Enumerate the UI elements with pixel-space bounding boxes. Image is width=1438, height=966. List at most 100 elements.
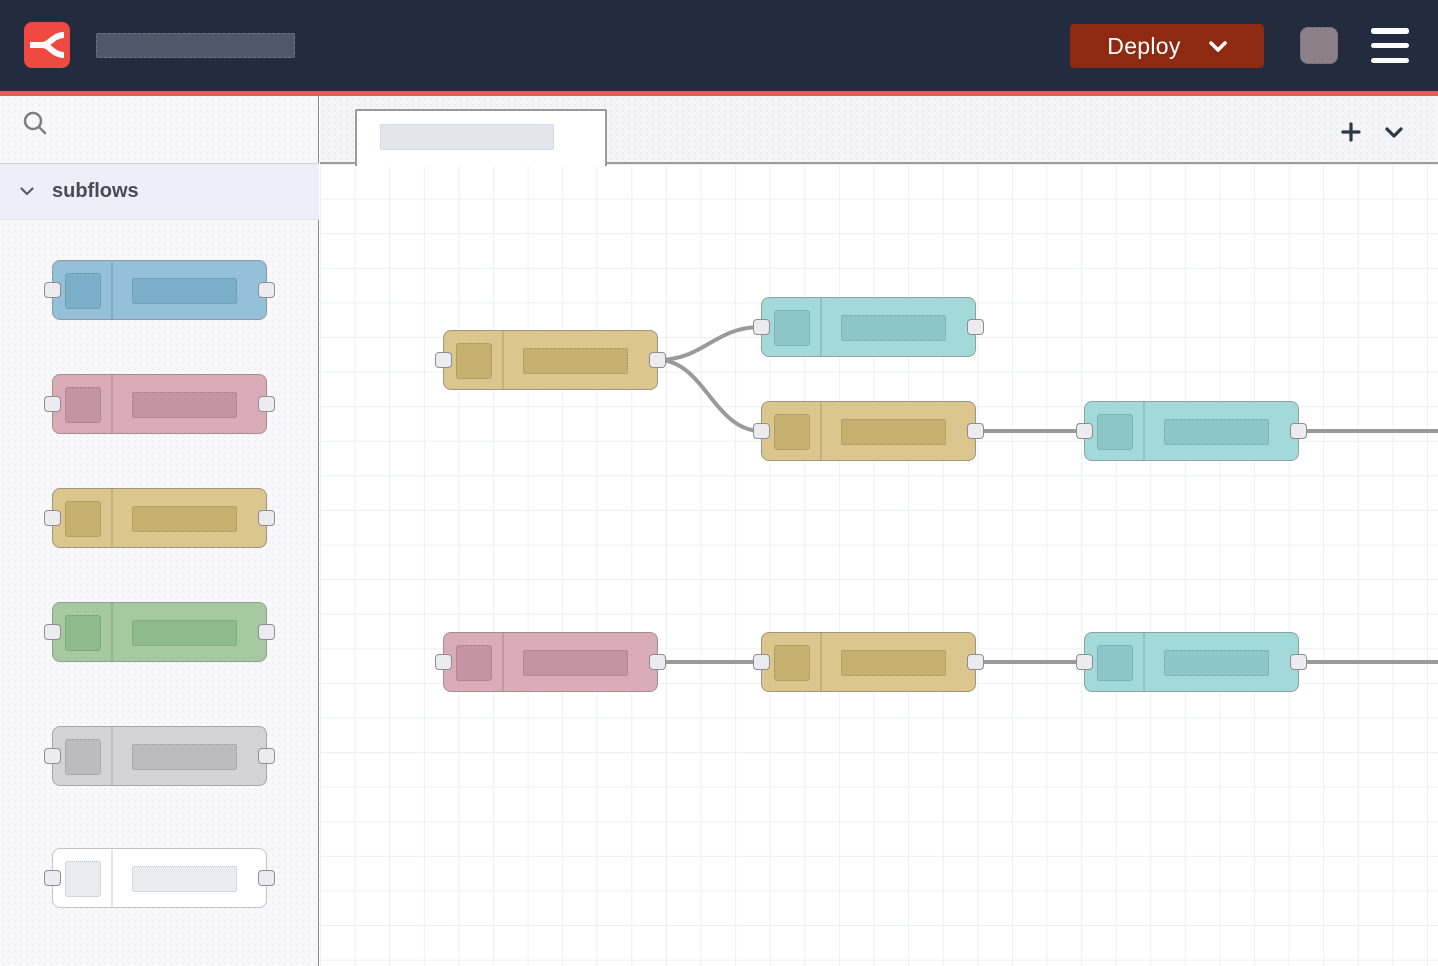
node-label-placeholder <box>841 315 946 341</box>
node-output-port[interactable] <box>1290 654 1307 670</box>
node-label-placeholder <box>523 650 628 676</box>
node-input-port[interactable] <box>753 423 770 439</box>
deploy-button[interactable]: Deploy <box>1070 24 1264 68</box>
palette-node-tan[interactable] <box>44 488 275 548</box>
node-icon-placeholder <box>774 414 810 450</box>
node-input-port[interactable] <box>44 624 61 640</box>
node-output-port[interactable] <box>649 352 666 368</box>
node-input-port[interactable] <box>753 319 770 335</box>
node-input-port[interactable] <box>44 510 61 526</box>
app-header: Deploy <box>0 0 1438 91</box>
palette-node-white[interactable] <box>44 848 275 908</box>
node-icon-divider <box>820 402 822 460</box>
flow-node-tan[interactable] <box>435 330 666 390</box>
node-icon-placeholder <box>65 615 101 651</box>
node-input-port[interactable] <box>1076 654 1093 670</box>
node-output-port[interactable] <box>258 748 275 764</box>
node-input-port[interactable] <box>435 352 452 368</box>
flow-node-cyan[interactable] <box>753 297 984 357</box>
flow-tabbar <box>320 96 1438 166</box>
node-label-placeholder <box>132 392 237 418</box>
editor-main <box>320 96 1438 966</box>
palette-search-row <box>0 96 319 163</box>
node-icon-placeholder <box>1097 414 1133 450</box>
node-label-placeholder <box>132 620 237 646</box>
node-icon-placeholder <box>65 387 101 423</box>
node-icon-divider <box>111 727 113 785</box>
flow-tab-label-placeholder <box>380 124 554 150</box>
node-label-placeholder <box>523 348 628 374</box>
node-input-port[interactable] <box>1076 423 1093 439</box>
node-label-placeholder <box>132 506 237 532</box>
node-output-port[interactable] <box>967 423 984 439</box>
node-output-port[interactable] <box>258 396 275 412</box>
node-input-port[interactable] <box>44 282 61 298</box>
node-output-port[interactable] <box>967 654 984 670</box>
sidebar-section-subflows[interactable]: subflows <box>0 163 319 220</box>
user-avatar[interactable] <box>1300 27 1338 64</box>
search-icon[interactable] <box>22 110 48 141</box>
flow-canvas[interactable] <box>320 164 1438 966</box>
node-output-port[interactable] <box>258 624 275 640</box>
node-icon-divider <box>1143 402 1145 460</box>
chevron-down-icon <box>20 187 34 196</box>
wire[interactable] <box>656 325 763 362</box>
node-output-port[interactable] <box>258 282 275 298</box>
node-icon-divider <box>1143 633 1145 691</box>
node-label-placeholder <box>1164 419 1269 445</box>
node-icon-placeholder <box>774 310 810 346</box>
palette-item-list <box>0 220 318 966</box>
node-icon-placeholder <box>774 645 810 681</box>
node-icon-placeholder <box>456 343 492 379</box>
node-icon-divider <box>111 375 113 433</box>
node-icon-placeholder <box>65 501 101 537</box>
node-icon-divider <box>111 849 113 907</box>
flow-tab-active[interactable] <box>355 109 607 166</box>
node-label-placeholder <box>132 866 237 892</box>
add-flow-button[interactable] <box>1337 118 1365 146</box>
node-label-placeholder <box>841 419 946 445</box>
node-icon-divider <box>502 633 504 691</box>
node-output-port[interactable] <box>1290 423 1307 439</box>
node-input-port[interactable] <box>753 654 770 670</box>
node-input-port[interactable] <box>44 748 61 764</box>
node-input-port[interactable] <box>435 654 452 670</box>
palette-node-pink[interactable] <box>44 374 275 434</box>
palette-sidebar: subflows <box>0 96 319 966</box>
wire-layer <box>656 325 1438 664</box>
node-label-placeholder <box>841 650 946 676</box>
node-label-placeholder <box>1164 650 1269 676</box>
node-icon-placeholder <box>65 273 101 309</box>
node-icon-divider <box>111 261 113 319</box>
section-label: subflows <box>52 180 139 202</box>
node-icon-divider <box>111 489 113 547</box>
node-label-placeholder <box>132 744 237 770</box>
node-input-port[interactable] <box>44 870 61 886</box>
palette-node-blue[interactable] <box>44 260 275 320</box>
node-label-placeholder <box>132 278 237 304</box>
hamburger-menu-icon[interactable] <box>1371 28 1409 63</box>
node-icon-divider <box>111 603 113 661</box>
node-icon-placeholder <box>456 645 492 681</box>
node-icon-divider <box>820 633 822 691</box>
node-output-port[interactable] <box>258 870 275 886</box>
header-title-placeholder <box>96 33 295 58</box>
flow-node-tan[interactable] <box>753 401 984 461</box>
node-icon-placeholder <box>65 739 101 775</box>
node-output-port[interactable] <box>649 654 666 670</box>
palette-node-green[interactable] <box>44 602 275 662</box>
node-icon-divider <box>820 298 822 356</box>
flow-node-tan[interactable] <box>753 632 984 692</box>
node-output-port[interactable] <box>258 510 275 526</box>
palette-node-gray[interactable] <box>44 726 275 786</box>
node-red-logo[interactable] <box>24 22 70 68</box>
node-output-port[interactable] <box>967 319 984 335</box>
header-accent-line <box>0 91 1438 96</box>
wire[interactable] <box>656 358 763 433</box>
flow-node-pink[interactable] <box>435 632 666 692</box>
flow-node-cyan[interactable] <box>1076 401 1307 461</box>
tab-list-chevron-button[interactable] <box>1380 118 1408 146</box>
flow-node-cyan[interactable] <box>1076 632 1307 692</box>
node-icon-divider <box>502 331 504 389</box>
node-input-port[interactable] <box>44 396 61 412</box>
